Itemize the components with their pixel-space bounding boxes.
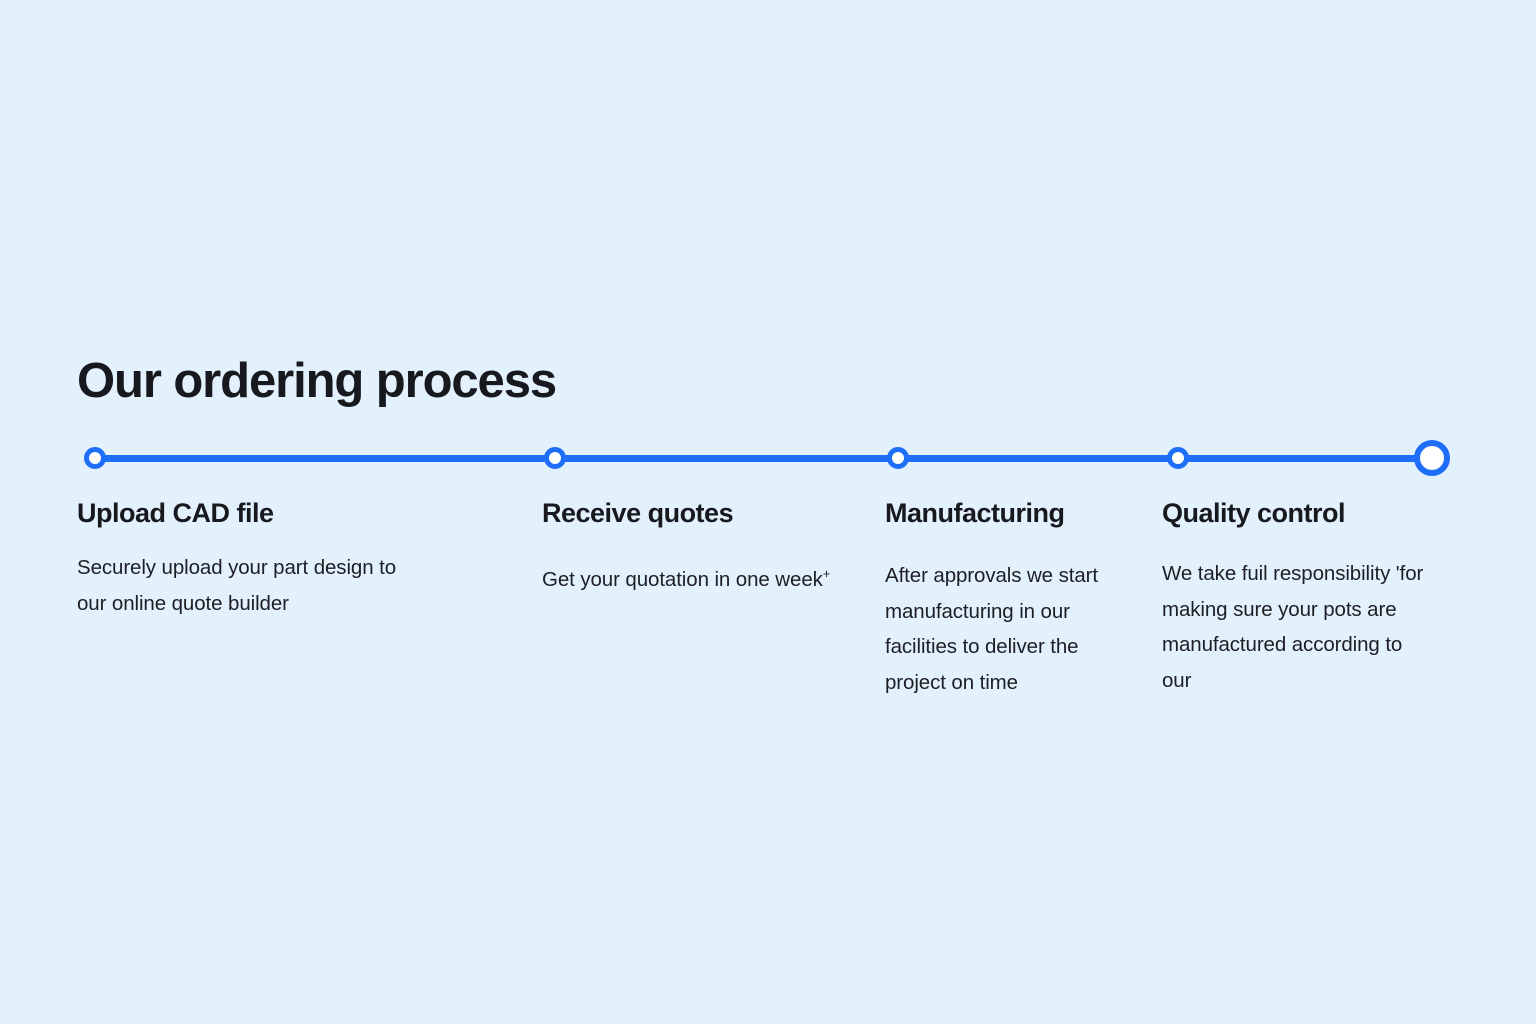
timeline-node-receive-quotes[interactable] <box>544 447 566 469</box>
process-step-manufacturing: Manufacturing After approvals we start m… <box>885 496 1125 700</box>
step-description: We take fuil responsibility 'for making … <box>1162 562 1424 692</box>
timeline-node-manufacturing[interactable] <box>887 447 909 469</box>
process-timeline <box>0 440 1536 480</box>
step-title: Upload CAD file <box>77 498 274 528</box>
step-title: Receive quotes <box>542 498 734 528</box>
timeline-track-line <box>95 455 1433 462</box>
timeline-node-upload-cad-file[interactable] <box>84 447 106 469</box>
process-step-quality-control: Quality control We take fuil responsibil… <box>1162 496 1430 698</box>
timeline-node-end[interactable] <box>1414 440 1450 476</box>
step-description: Get your quotation in one week+ <box>542 562 842 598</box>
process-step-receive-quotes: Receive quotes Get your quotation in one… <box>542 496 842 598</box>
step-description: After approvals we start manufacturing i… <box>885 564 1098 694</box>
page-title: Our ordering process <box>77 353 557 408</box>
timeline-node-quality-control[interactable] <box>1167 447 1189 469</box>
process-step-upload-cad-file: Upload CAD file Securely upload your par… <box>77 496 397 621</box>
step-description: Securely upload your part design to our … <box>77 556 397 615</box>
step-description-superscript: + <box>822 566 831 582</box>
step-description-text: Get your quotation in one week <box>542 568 823 591</box>
step-title: Quality control <box>1162 498 1346 528</box>
step-title: Manufacturing <box>885 498 1065 528</box>
